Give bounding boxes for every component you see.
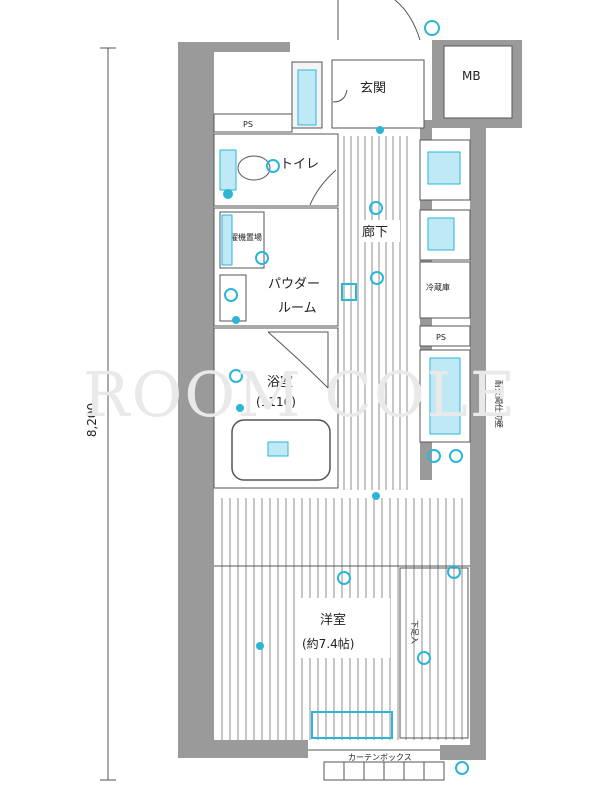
balcony-sash xyxy=(323,761,445,781)
closet-label: 下足入 xyxy=(410,620,419,644)
ps-left-label: PS xyxy=(243,120,253,129)
bathroom-label: 浴室 xyxy=(267,374,293,390)
mb-box xyxy=(432,40,522,128)
ps-left xyxy=(213,113,293,133)
entrance-label: 玄関 xyxy=(360,81,386,96)
desk xyxy=(311,711,393,739)
ps-right-label: PS xyxy=(436,333,446,342)
mb-label: MB xyxy=(462,69,481,83)
entrance-lamp xyxy=(424,20,440,36)
dimension-label: 8,200 xyxy=(85,403,99,437)
corridor-label: 廊下 xyxy=(362,224,388,240)
washer-label: 洗濯機置場 xyxy=(222,232,262,242)
wall-note: 耐火間仕切壁 xyxy=(494,380,504,428)
toilet-bowl xyxy=(237,155,271,181)
vanity xyxy=(219,274,247,322)
fridge-label: 冷蔵庫 xyxy=(426,282,450,292)
entrance-door xyxy=(337,0,421,41)
entrance-floor xyxy=(331,59,425,129)
bathroom-size: (1116) xyxy=(256,395,296,409)
dimension-line xyxy=(100,47,116,781)
watermark: ROOM COLE xyxy=(83,358,517,431)
bathroom xyxy=(213,327,339,489)
closet xyxy=(399,567,469,739)
powder-label-2: ルーム xyxy=(278,301,317,316)
curtain-box-label: カーテンボックス xyxy=(348,753,412,762)
powder-label-1: パウダー xyxy=(268,277,320,292)
corridor-floor xyxy=(343,136,408,490)
western-room-size: (約7.4帖) xyxy=(302,636,354,651)
western-room-label: 洋室 xyxy=(320,612,346,628)
ps-right xyxy=(419,325,471,347)
outer-walls xyxy=(178,42,486,760)
fridge-space xyxy=(419,261,471,319)
bathtub xyxy=(231,419,331,481)
toilet-label: トイレ xyxy=(280,157,319,172)
